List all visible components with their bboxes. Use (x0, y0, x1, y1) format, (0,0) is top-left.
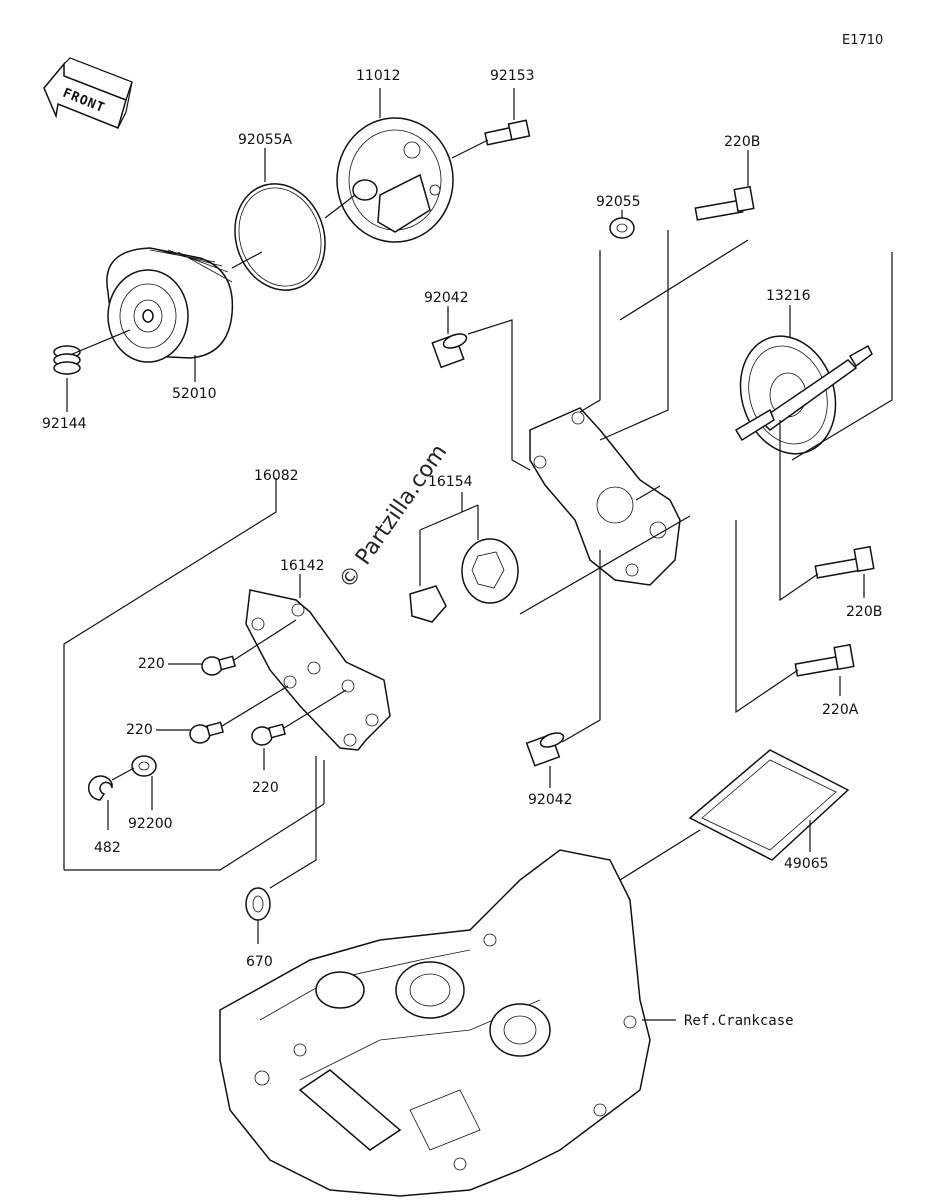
ref-crankcase-label: Ref.Crankcase (684, 1013, 794, 1029)
part-label-16154: 16154 (428, 474, 473, 490)
part-label-52010: 52010 (172, 386, 217, 402)
gasket-49065[interactable] (688, 749, 850, 861)
part-label-220-c: 220 (252, 780, 279, 796)
spring-92144[interactable] (53, 345, 81, 375)
diagram-id: E1710 (842, 33, 883, 48)
part-label-16142: 16142 (280, 558, 325, 574)
pump-cover-16142[interactable] (245, 589, 391, 751)
part-label-16082: 16082 (254, 468, 299, 484)
oil-filter-52010[interactable] (106, 247, 234, 363)
bolt-92153[interactable] (484, 119, 531, 146)
oil-pump-gear-13216[interactable] (726, 324, 873, 467)
oil-filter-cover[interactable] (336, 117, 454, 243)
part-label-220-a: 220 (138, 656, 165, 672)
rotor-set-16154[interactable] (409, 538, 519, 623)
part-label-92042-top: 92042 (424, 290, 469, 306)
o-ring-92055A[interactable] (221, 172, 338, 302)
part-label-482: 482 (94, 840, 121, 856)
circlip-482[interactable] (87, 775, 113, 801)
screw-220-b[interactable] (189, 721, 224, 744)
part-label-220B-top: 220B (724, 134, 760, 150)
washer-92055[interactable] (609, 217, 635, 239)
part-label-13216: 13216 (766, 288, 811, 304)
part-label-670: 670 (246, 954, 273, 970)
screw-220-a[interactable] (201, 655, 236, 676)
dowel-92042-bottom[interactable] (525, 730, 566, 767)
part-label-92153: 92153 (490, 68, 535, 84)
washer-92200[interactable] (131, 755, 157, 777)
washer-670[interactable] (245, 887, 271, 921)
partzilla-watermark: © Partzilla.com (334, 440, 452, 593)
part-label-220A: 220A (822, 702, 859, 718)
part-label-92055A: 92055A (238, 132, 293, 148)
part-label-92200: 92200 (128, 816, 173, 832)
bolt-220A[interactable] (794, 643, 855, 677)
crankcase-reference (219, 849, 651, 1197)
bolt-220B-bottom[interactable] (814, 545, 875, 579)
bolt-220B-top[interactable] (694, 185, 755, 221)
oil-pump-body[interactable] (529, 407, 681, 586)
dowel-92042-top[interactable] (431, 331, 468, 369)
part-label-11012: 11012 (356, 68, 401, 84)
part-label-220B-bottom: 220B (846, 604, 882, 620)
part-label-220-b: 220 (126, 722, 153, 738)
part-label-92144: 92144 (42, 416, 87, 432)
part-label-49065: 49065 (784, 856, 829, 872)
part-label-92042-bottom: 92042 (528, 792, 573, 808)
front-arrow-icon: FRONT (43, 57, 133, 130)
screw-220-c[interactable] (251, 723, 286, 746)
part-label-92055: 92055 (596, 194, 641, 210)
